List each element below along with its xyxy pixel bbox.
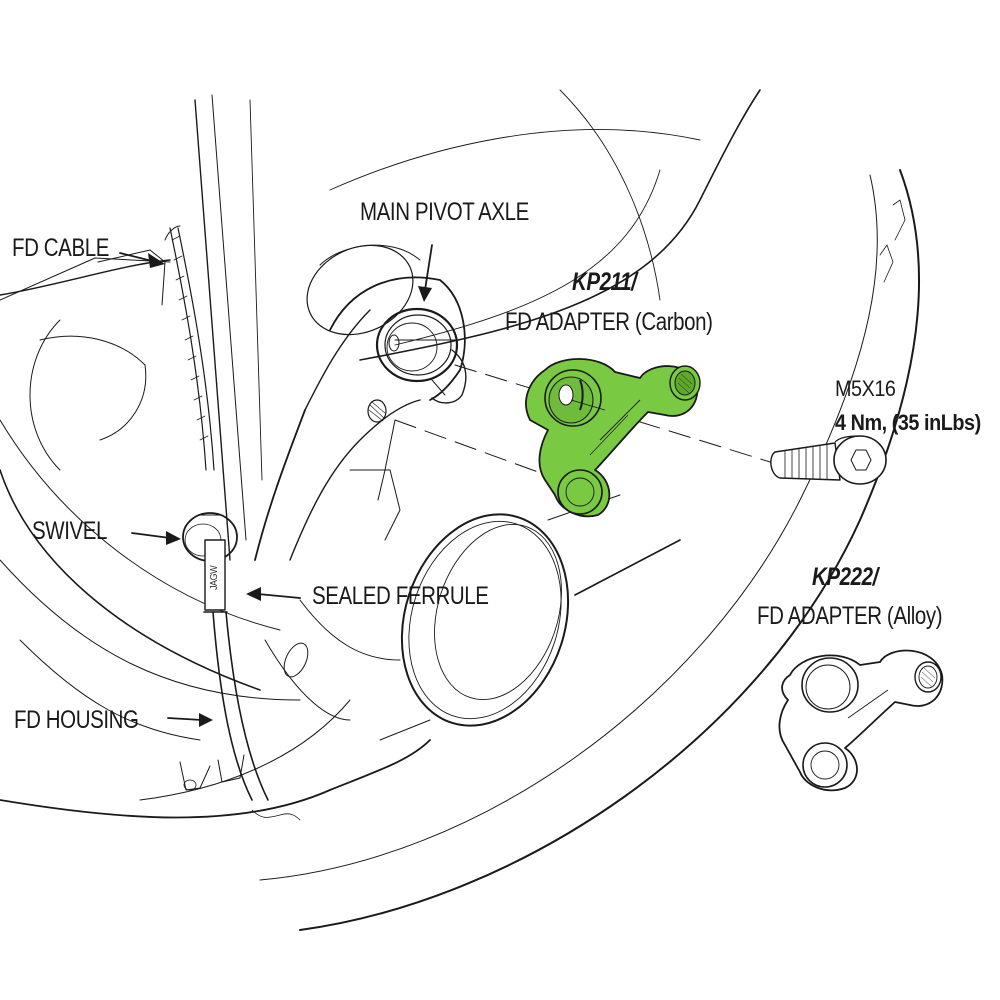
label-sealed-ferrule: SEALED FERRULE	[312, 582, 489, 610]
label-kp211-part-number: KP211/	[572, 268, 637, 296]
label-kp222-description: FD ADAPTER (Alloy)	[757, 602, 943, 630]
label-swivel: SWIVEL	[32, 517, 108, 545]
kp222-alloy-adapter	[778, 649, 944, 792]
label-bolt-size: M5X16	[835, 376, 896, 401]
label-kp222-part-number: KP222/	[812, 563, 878, 591]
label-fd-housing: FD HOUSING	[14, 706, 139, 734]
label-main-pivot-axle: MAIN PIVOT AXLE	[360, 198, 529, 226]
bolt-icon	[770, 435, 887, 485]
label-bolt-torque: 4 Nm, (35 inLbs)	[835, 410, 981, 435]
label-kp211-description: FD ADAPTER (Carbon)	[505, 308, 713, 336]
label-fd-cable: FD CABLE	[12, 234, 109, 262]
ferrule-marking: JAGW	[209, 565, 220, 590]
kp211-carbon-adapter	[525, 358, 701, 518]
